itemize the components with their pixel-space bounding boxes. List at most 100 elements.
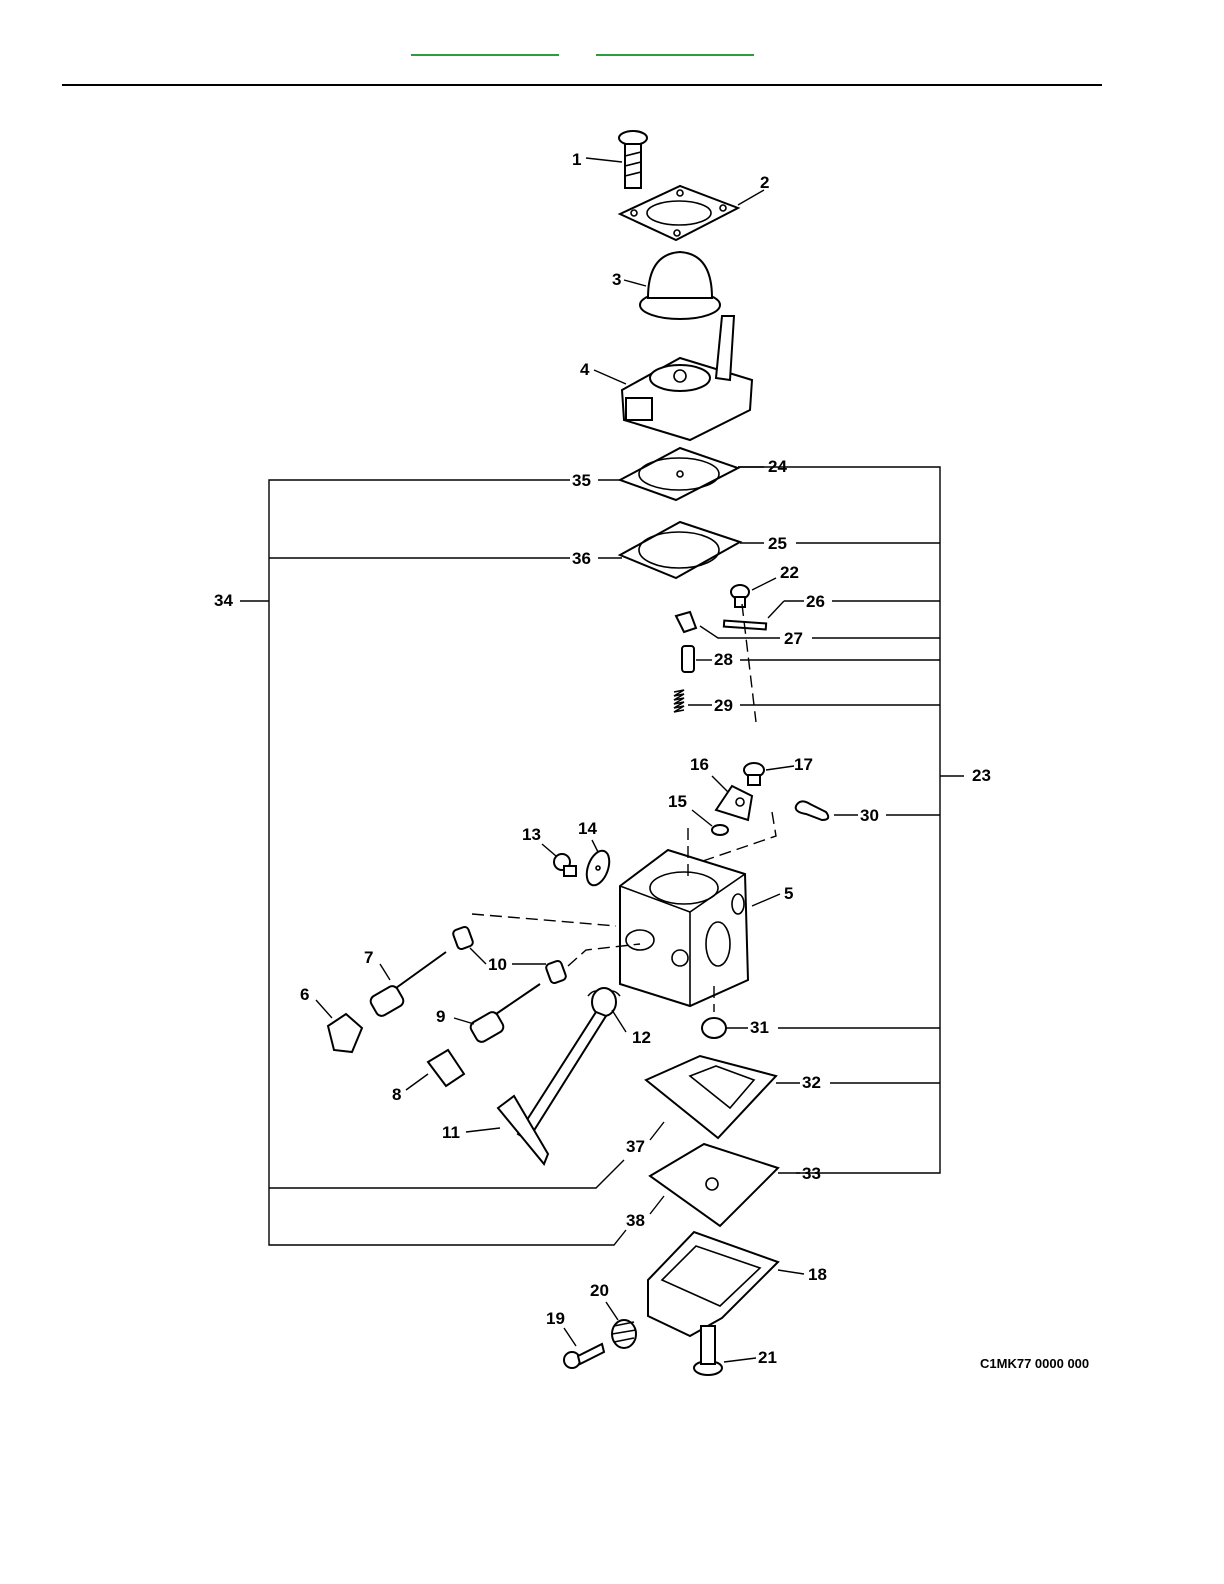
part-5-carburetor-body [620,850,748,1006]
callout-26: 26 [806,592,825,611]
bracket-tick [269,1160,624,1188]
part-31-filter [702,1018,726,1038]
leader-line [768,601,784,618]
part-2-gasket [620,186,738,240]
leader-line [738,190,764,205]
part-33-diaphragm [650,1144,778,1226]
callout-28: 28 [714,650,733,669]
callout-4: 4 [580,360,590,379]
callout-20: 20 [590,1281,609,1300]
callout-14: 14 [578,819,597,838]
leader-line [752,578,776,590]
leader-line [406,1074,428,1090]
callout-6: 6 [300,985,309,1004]
callout-24: 24 [768,457,787,476]
part-10-sleeve-a [452,926,474,950]
part-16-cap [716,786,752,820]
leader-line [724,1358,756,1362]
part-8-cap [428,1050,464,1086]
callout-16: 16 [690,755,709,774]
part-10-sleeve-b [545,960,567,984]
part-22-screw [731,585,749,607]
leader-line [564,1328,576,1346]
part-20-spring [612,1320,636,1348]
leader-line [380,964,390,980]
callout-11: 11 [442,1123,460,1142]
leader-line [692,810,712,826]
part-7-adjust-screw [369,952,446,1018]
callout-13: 13 [522,825,541,844]
part-11-throttle-shaft [498,1012,606,1164]
callout-12: 12 [632,1028,651,1047]
callout-33: 33 [802,1164,821,1183]
leader-line [586,158,622,162]
leader-line [454,1018,474,1024]
diagram-reference-code: C1MK77 0000 000 [980,1356,1089,1371]
callout-19: 19 [546,1309,565,1328]
leader-line [650,1122,664,1140]
leader-line [712,776,728,792]
part-21-screw [694,1326,722,1375]
callout-9: 9 [436,1007,445,1026]
callout-17: 17 [794,755,813,774]
callout-25: 25 [768,534,787,553]
callout-10: 10 [488,955,507,974]
callout-34: 34 [214,591,233,610]
leader-line [606,1302,618,1320]
part-13-screw [554,854,576,876]
part-32-gasket [646,1056,776,1138]
leader-line [624,280,646,286]
kit-bracket-23 [738,467,940,1173]
part-15-clip [712,825,728,835]
callout-5: 5 [784,884,793,903]
part-12-spring [588,988,620,1016]
dashed-assembly-line [472,914,616,926]
callout-36: 36 [572,549,591,568]
part-27-lever [676,612,696,632]
part-36-gasket [620,522,740,578]
part-3-primer-bulb [640,252,720,319]
part-19-screw [564,1344,604,1368]
callout-32: 32 [802,1073,821,1092]
leader-line [594,370,626,384]
part-17-screw [744,763,764,785]
leader-line [592,840,598,852]
callout-23: 23 [972,766,991,785]
callout-30: 30 [860,806,879,825]
leader-line [766,766,794,770]
part-6-cap [328,1014,362,1052]
part-28-needle [682,646,694,672]
callout-21: 21 [758,1348,777,1367]
callout-27: 27 [784,629,803,648]
callout-1: 1 [572,150,581,169]
callout-35: 35 [572,471,591,490]
leader-line [752,894,780,906]
leader-line [778,1270,804,1274]
callout-38: 38 [626,1211,645,1230]
leader-line [466,1128,500,1132]
callout-15: 15 [668,792,687,811]
part-18-cover [648,1232,778,1336]
leader-line [470,948,486,964]
dashed-assembly-line [700,812,776,862]
part-14-disc [582,848,613,889]
callout-22: 22 [780,563,799,582]
callout-18: 18 [808,1265,827,1284]
part-4-pump-body [622,316,752,440]
part-35-diaphragm [620,448,738,500]
callout-3: 3 [612,270,621,289]
callout-8: 8 [392,1085,401,1104]
part-1-screw [619,131,647,188]
callout-29: 29 [714,696,733,715]
part-9-adjust-screw [469,984,540,1044]
leader-line [612,1010,626,1032]
leader-line [650,1196,664,1214]
callout-37: 37 [626,1137,645,1156]
part-29-spring [674,690,684,712]
leader-line [542,844,556,856]
callout-31: 31 [750,1018,769,1037]
callout-2: 2 [760,173,769,192]
leader-line [316,1000,332,1018]
part-30-plug [796,801,829,820]
